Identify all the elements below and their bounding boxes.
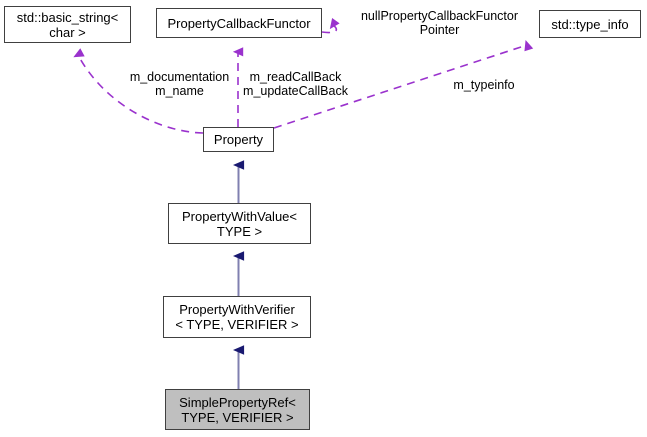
class-node-label: std::type_info (551, 16, 629, 32)
edge-label-documentation-name: m_documentation m_name (129, 70, 230, 98)
class-node-label: Property (213, 132, 264, 147)
usage-edge-type-info (273, 39, 534, 129)
class-node-std-type-info[interactable]: std::type_info (539, 10, 641, 38)
usage-edge-self-loop (321, 17, 340, 34)
class-node-std-basic-string[interactable]: std::basic_string< char > (4, 6, 131, 43)
class-node-property[interactable]: Property (203, 127, 274, 152)
usage-edge-basic-string (73, 48, 204, 134)
class-node-label: std::basic_string< char > (16, 9, 119, 40)
class-node-label: SimplePropertyRef< TYPE, VERIFIER > (179, 394, 296, 425)
class-node-property-with-value[interactable]: PropertyWithValue< TYPE > (168, 203, 311, 244)
class-node-label: PropertyWithVerifier < TYPE, VERIFIER > (175, 302, 299, 332)
edge-label-read-update-callback: m_readCallBack m_updateCallBack (243, 70, 348, 98)
edge-label-typeinfo: m_typeinfo (453, 78, 515, 92)
class-node-simple-property-ref[interactable]: SimplePropertyRef< TYPE, VERIFIER > (165, 389, 310, 430)
class-node-label: PropertyCallbackFunctor (167, 15, 311, 31)
class-node-property-callback-functor[interactable]: PropertyCallbackFunctor (156, 8, 322, 38)
class-node-property-with-verifier[interactable]: PropertyWithVerifier < TYPE, VERIFIER > (163, 296, 311, 338)
class-node-label: PropertyWithValue< TYPE > (181, 208, 297, 239)
edge-label-null-callback-pointer: nullPropertyCallbackFunctor Pointer (360, 9, 518, 37)
